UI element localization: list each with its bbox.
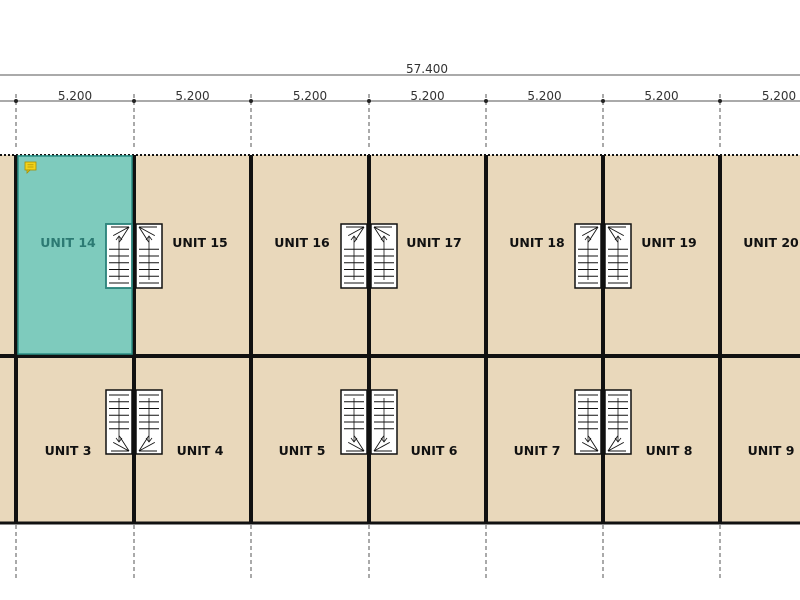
unit-label: UNIT 19 bbox=[641, 235, 697, 250]
overall-dimension: 57.400 bbox=[0, 62, 800, 76]
staircase-icon bbox=[105, 223, 163, 289]
bay-dimension-line: 5.200 5.200 5.200 5.200 5.200 5.200 5.200 bbox=[0, 89, 800, 150]
unit-label: UNIT 16 bbox=[274, 235, 330, 250]
unit-cell-unit-20[interactable] bbox=[720, 155, 800, 356]
bay-dimension-label: 5.200 bbox=[762, 89, 796, 103]
unit-label: UNIT 4 bbox=[177, 443, 224, 458]
bay-dimension-label: 5.200 bbox=[58, 89, 92, 103]
staircase-icon bbox=[105, 389, 163, 455]
unit-label: UNIT 9 bbox=[748, 443, 795, 458]
staircase-icon bbox=[340, 389, 398, 455]
bay-dimension-label: 5.200 bbox=[293, 89, 327, 103]
unit-label: UNIT 18 bbox=[509, 235, 565, 250]
bay-dimension-label: 5.200 bbox=[175, 89, 209, 103]
unit-label: UNIT 7 bbox=[514, 443, 561, 458]
unit-label: UNIT 3 bbox=[45, 443, 92, 458]
unit-label: UNIT 5 bbox=[279, 443, 326, 458]
bay-dimension-label: 5.200 bbox=[644, 89, 678, 103]
staircase-icon bbox=[340, 223, 398, 289]
bay-dimension-label: 5.200 bbox=[410, 89, 444, 103]
staircase-icon bbox=[574, 389, 632, 455]
bottom-dimension-ticks bbox=[15, 525, 721, 578]
staircase-icon bbox=[574, 223, 632, 289]
partial-unit bbox=[0, 155, 16, 523]
overall-dimension-label: 57.400 bbox=[406, 62, 448, 76]
unit-label: UNIT 8 bbox=[646, 443, 693, 458]
unit-label: UNIT 17 bbox=[406, 235, 462, 250]
unit-label: UNIT 14 bbox=[40, 235, 96, 250]
stairs bbox=[105, 223, 632, 455]
bay-dimension-label: 5.200 bbox=[527, 89, 561, 103]
unit-cell-unit-9[interactable] bbox=[720, 356, 800, 523]
unit-labels: UNIT 14 UNIT 15 UNIT 16 UNIT 17 UNIT 18 UNIT … bbox=[40, 235, 799, 458]
walls bbox=[0, 154, 800, 525]
unit-grid bbox=[0, 155, 800, 523]
unit-label: UNIT 20 bbox=[743, 235, 799, 250]
unit-label: UNIT 15 bbox=[172, 235, 228, 250]
comment-marker-icon[interactable] bbox=[24, 161, 37, 174]
unit-label: UNIT 6 bbox=[411, 443, 458, 458]
